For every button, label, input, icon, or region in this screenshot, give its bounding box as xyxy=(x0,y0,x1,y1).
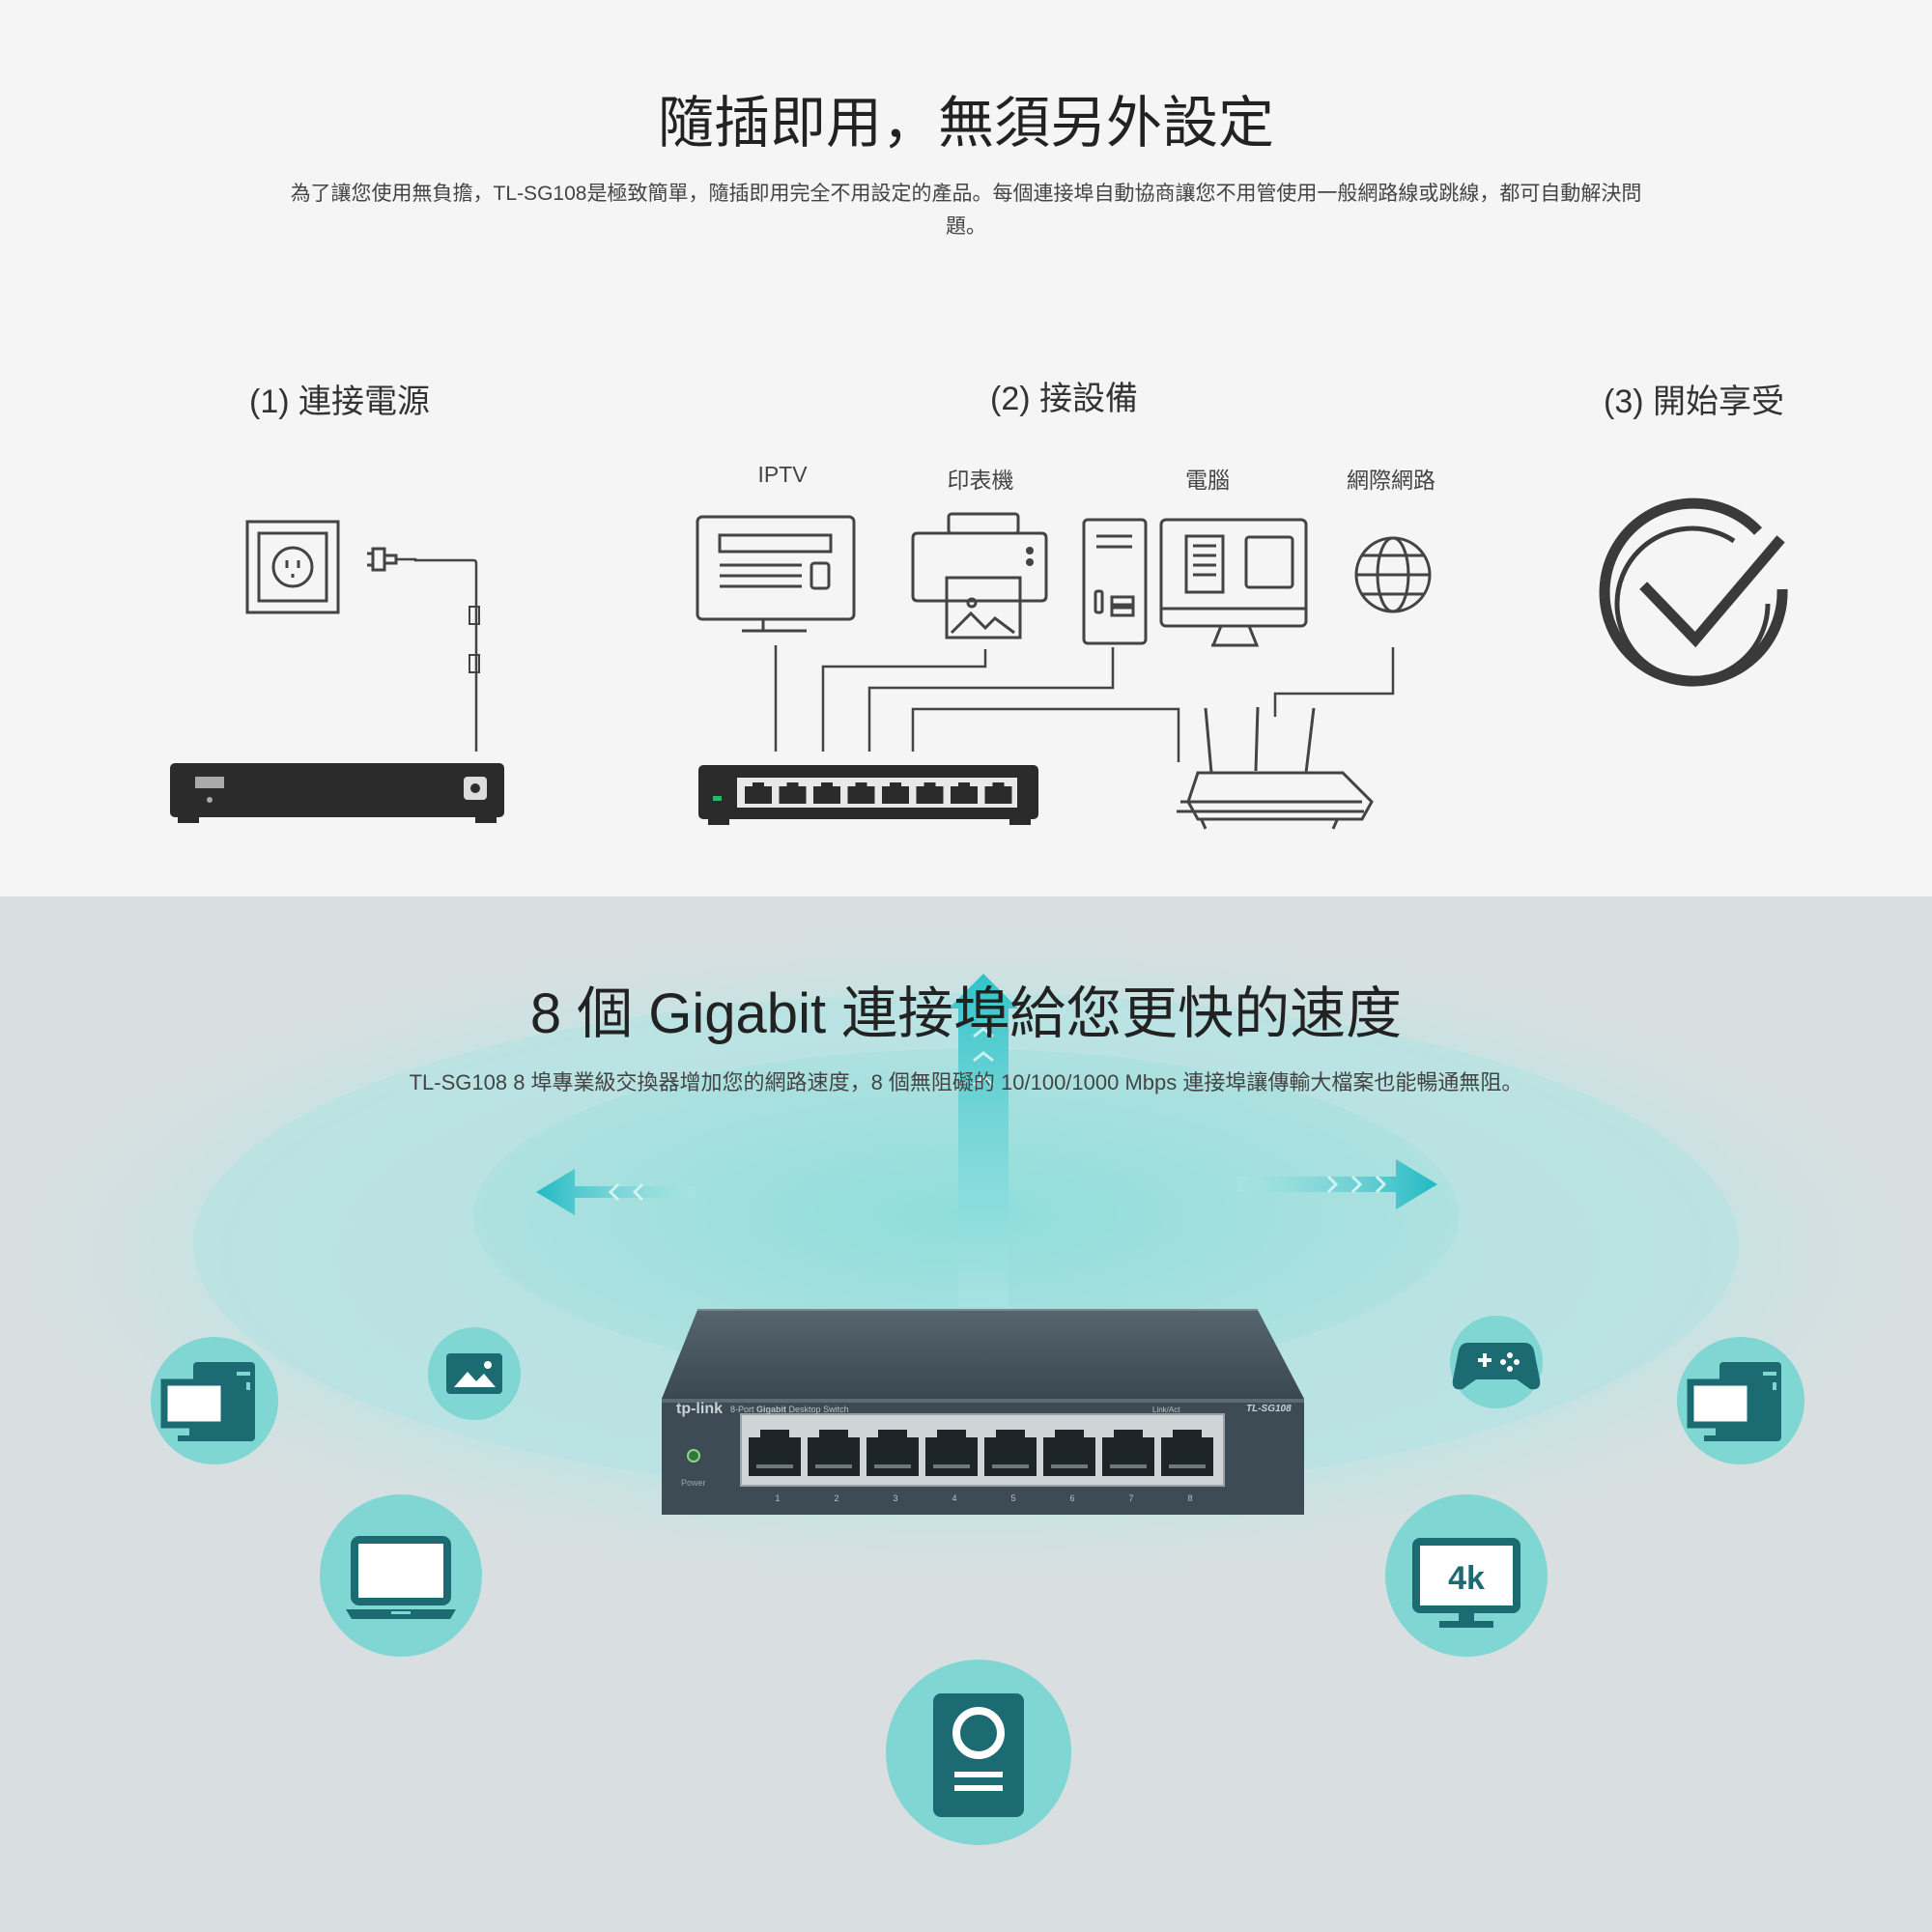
port-number: 8 xyxy=(1187,1493,1192,1503)
right-arrow xyxy=(1236,1159,1437,1209)
port-number: 1 xyxy=(775,1493,780,1503)
port-number: 6 xyxy=(1069,1493,1074,1503)
port-number: 7 xyxy=(1128,1493,1133,1503)
label-printer: 印表機 xyxy=(947,468,1014,493)
label-internet: 網際網路 xyxy=(1347,468,1435,493)
port-contacts xyxy=(1110,1464,1147,1468)
switch-subtitle: 8-Port Gigabit Desktop Switch xyxy=(730,1405,849,1414)
port-contacts xyxy=(756,1464,793,1468)
port-number: 2 xyxy=(834,1493,838,1503)
port-contacts xyxy=(992,1464,1029,1468)
step-connect-power: (1) 連接電源 xyxy=(249,384,430,420)
tl-sg108-switch: tp-link 8-Port Gigabit Desktop Switch Li… xyxy=(662,1309,1304,1515)
tv-icon xyxy=(696,515,856,633)
check-circle-icon xyxy=(1599,497,1788,687)
section2-title: 8 個 Gigabit 連接埠給您更快的速度 xyxy=(529,982,1403,1045)
brand-logo: tp-link xyxy=(676,1401,723,1417)
speed-illustration: tp-link 8-Port Gigabit Desktop Switch Li… xyxy=(0,896,1932,1845)
ethernet-port xyxy=(984,782,1012,804)
router-icon xyxy=(1177,706,1374,830)
port-contacts xyxy=(933,1464,970,1468)
setup-diagram xyxy=(170,497,1788,830)
power-outlet-icon xyxy=(245,520,340,614)
ethernet-port xyxy=(882,782,909,804)
storage-drive-icon xyxy=(886,1660,1071,1845)
port-contacts xyxy=(1051,1464,1088,1468)
printer-icon xyxy=(911,512,1048,639)
ethernet-port xyxy=(745,782,772,804)
section2-description: TL-SG108 8 埠專業級交換器增加您的網路速度，8 個無阻礙的 10/10… xyxy=(409,1070,1523,1094)
ethernet-port xyxy=(916,782,944,804)
label-iptv: IPTV xyxy=(757,462,808,487)
desktop-right-icon xyxy=(1677,1337,1804,1464)
gamepad-icon xyxy=(1450,1316,1543,1408)
switch-rear-icon xyxy=(170,763,504,823)
left-arrow xyxy=(536,1169,696,1215)
desktop-left-icon xyxy=(151,1337,278,1464)
ethernet-port xyxy=(951,782,978,804)
port-number: 3 xyxy=(893,1493,897,1503)
port-contacts xyxy=(874,1464,911,1468)
ethernet-port xyxy=(813,782,840,804)
plug-and-play-section: 隨插即用，無須另外設定 為了讓您使用無負擔，TL-SG108是極致簡單，隨插即用… xyxy=(0,0,1932,896)
section1-title: 隨插即用，無須另外設定 xyxy=(657,92,1274,155)
power-label: Power xyxy=(681,1478,706,1488)
power-plug-icon xyxy=(367,547,480,752)
port-contacts xyxy=(1169,1464,1206,1468)
tv-4k-badge: 4k xyxy=(1448,1560,1485,1597)
cables xyxy=(774,645,1395,762)
globe-icon xyxy=(1354,536,1432,613)
upload-arrow xyxy=(949,974,1018,1307)
step-enjoy: (3) 開始享受 xyxy=(1604,384,1784,420)
4k-tv-icon: 4k xyxy=(1385,1494,1548,1657)
image-icon xyxy=(428,1327,521,1420)
linkact-label: Link/Act xyxy=(1152,1406,1180,1414)
desktop-computer-icon xyxy=(1082,518,1308,647)
step-connect-devices: (2) 接設備 xyxy=(990,381,1138,417)
section1-description: 為了讓您使用無負擔，TL-SG108是極致簡單，隨插即用完全不用設定的產品。每個… xyxy=(290,183,1642,238)
ethernet-port xyxy=(779,782,807,804)
label-computer: 電腦 xyxy=(1185,468,1230,493)
port-number: 5 xyxy=(1010,1493,1015,1503)
model-label: TL-SG108 xyxy=(1246,1404,1292,1414)
port-number: 4 xyxy=(952,1493,956,1503)
laptop-icon xyxy=(320,1494,482,1657)
gigabit-section: tp-link 8-Port Gigabit Desktop Switch Li… xyxy=(0,896,1932,1932)
switch-front-icon xyxy=(698,765,1038,825)
port-contacts xyxy=(815,1464,852,1468)
ethernet-port xyxy=(847,782,875,804)
